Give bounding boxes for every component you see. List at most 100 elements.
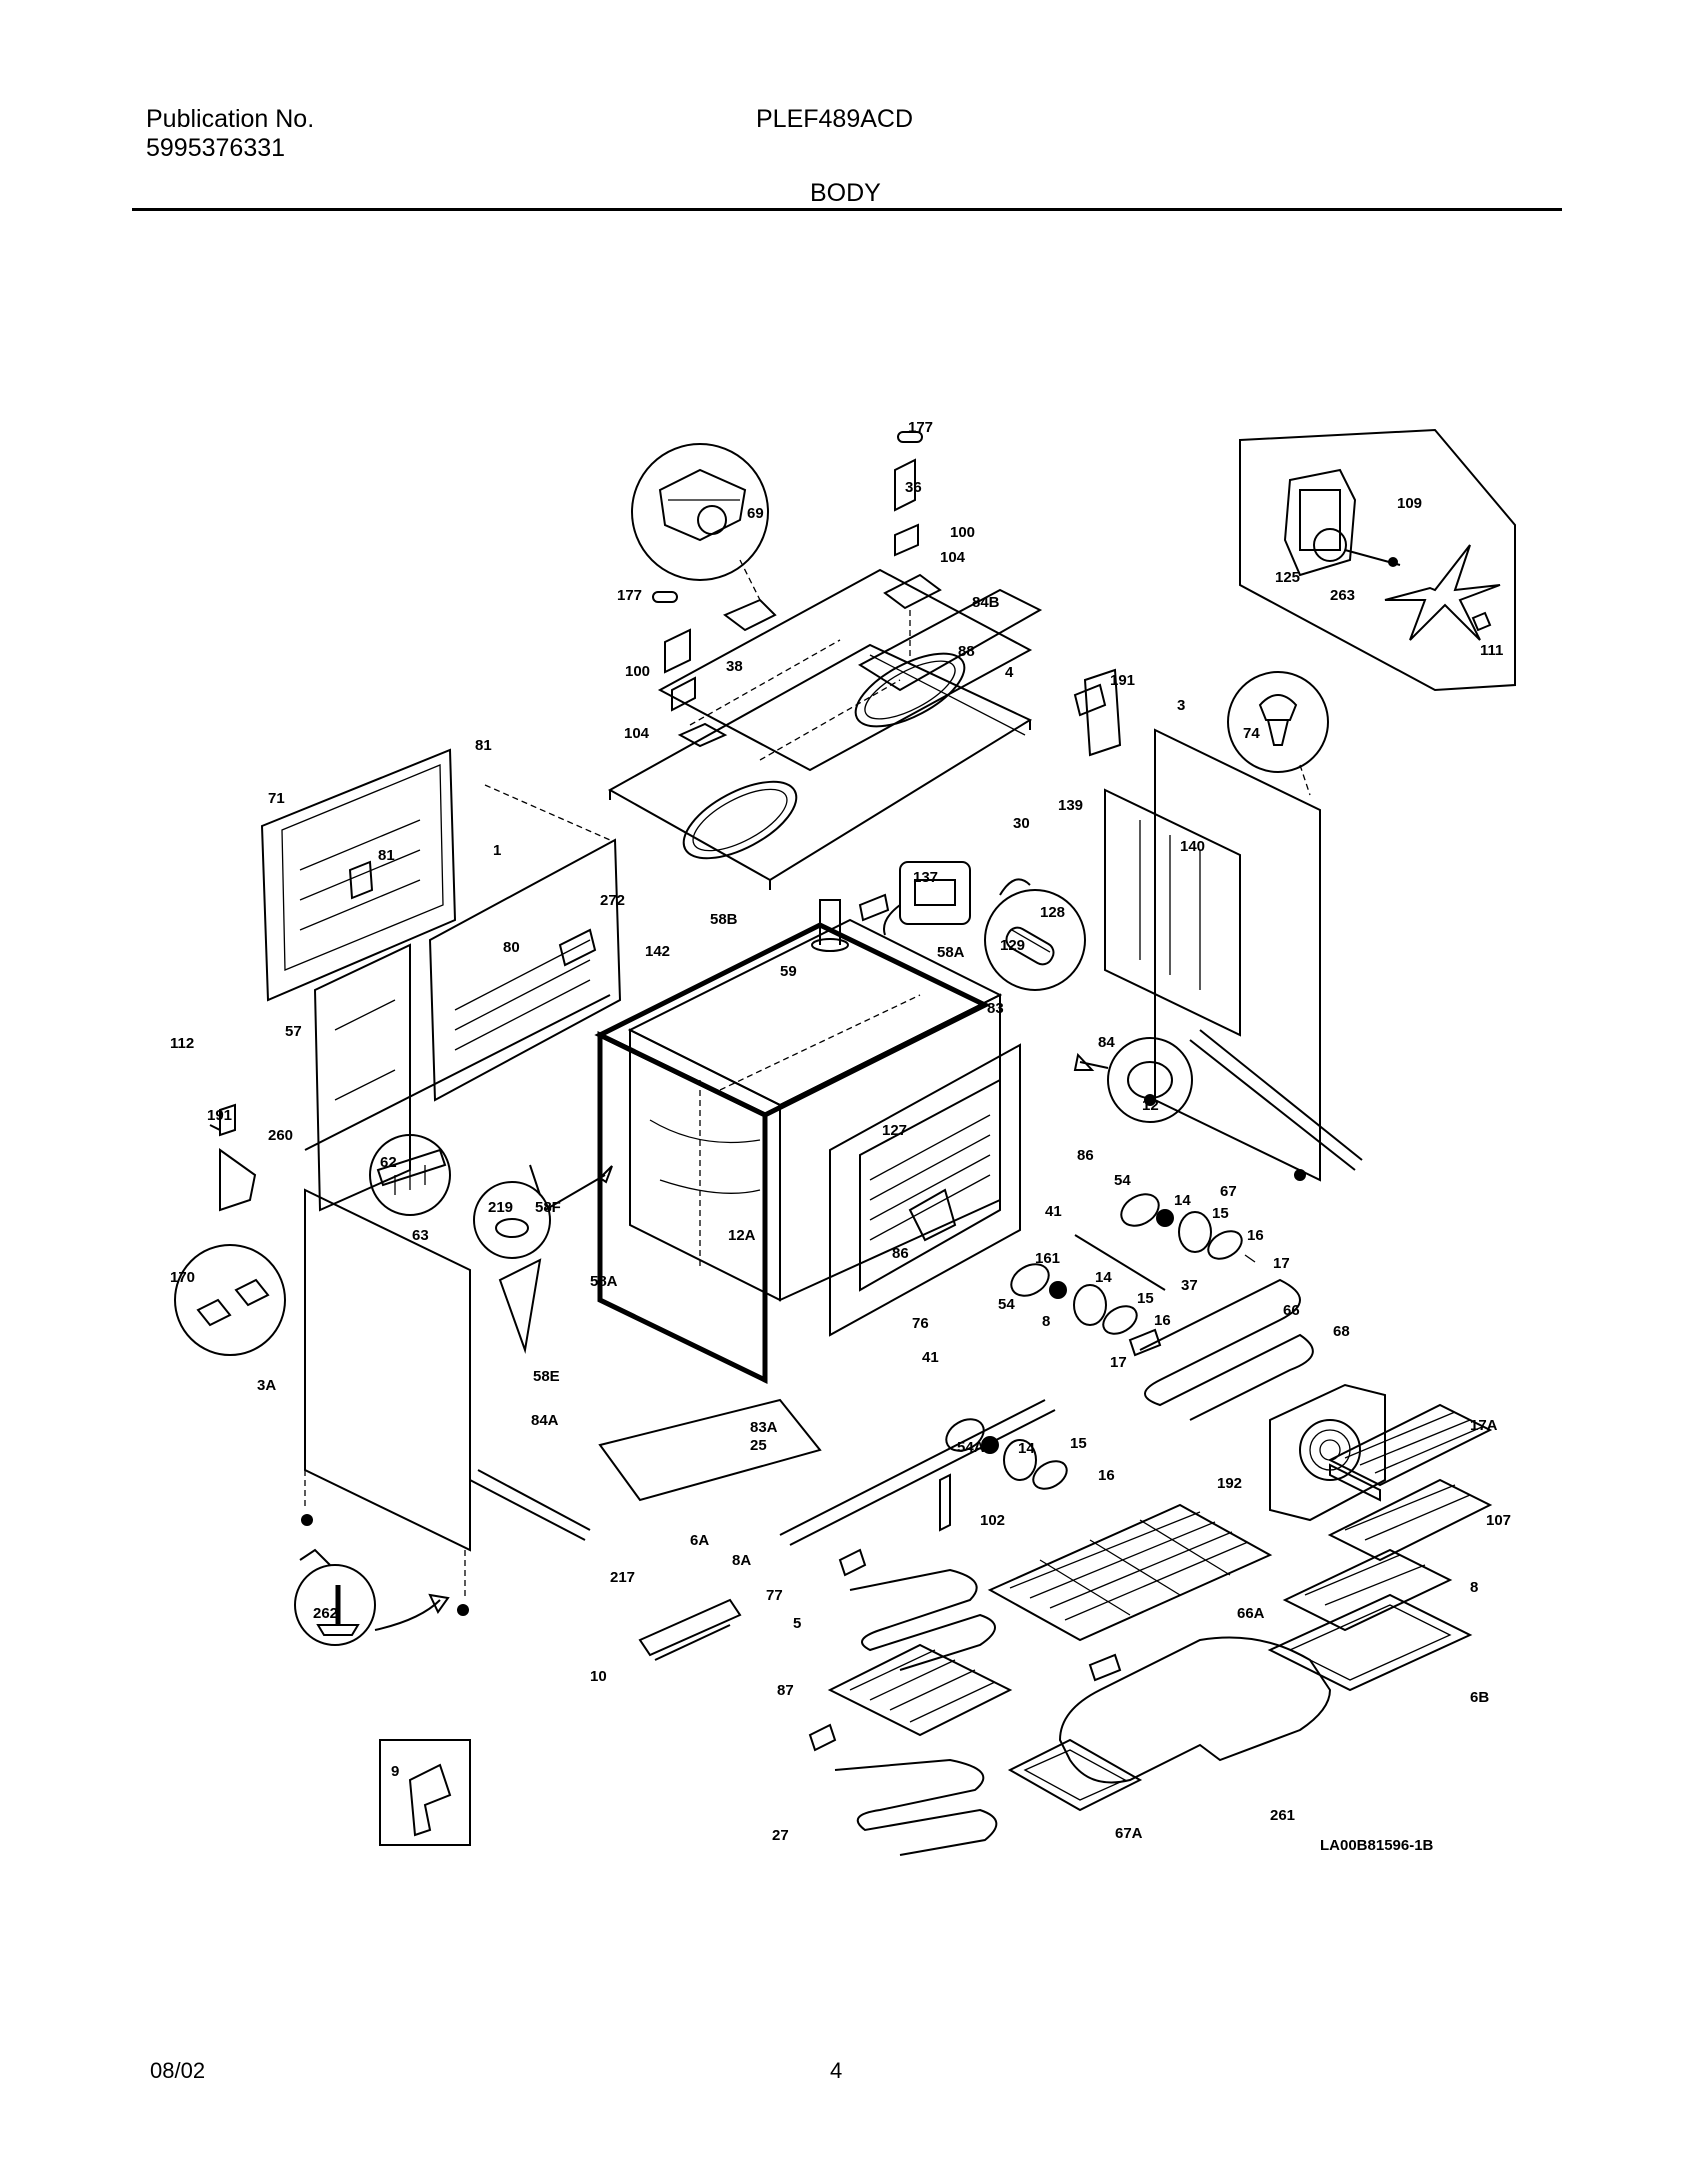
callout-label: 262 — [313, 1605, 338, 1622]
callout-label: 38 — [726, 658, 743, 675]
callout-label: 3A — [257, 1377, 276, 1394]
callout-label: 125 — [1275, 569, 1300, 586]
callout-label: 10 — [590, 1668, 607, 1685]
oven-cavity — [594, 899, 1003, 1384]
callout-label: 191 — [207, 1107, 232, 1124]
callout-label: 69 — [747, 505, 764, 522]
callout-label: 8 — [1470, 1579, 1478, 1596]
callout-label: 128 — [1040, 904, 1065, 921]
callout-label: 14 — [1095, 1269, 1112, 1286]
callout-label: 15 — [1212, 1205, 1229, 1222]
callout-label: 81 — [378, 847, 395, 864]
lamp-assemblies — [945, 1193, 1256, 1490]
back-wall — [313, 784, 622, 1212]
callout-label: 261 — [1270, 1807, 1295, 1824]
callout-label: 112 — [170, 1035, 194, 1052]
callout-label: 57 — [285, 1023, 302, 1040]
callout-label: 260 — [268, 1127, 293, 1144]
callout-label: 59 — [780, 963, 797, 980]
racks-right — [1267, 1403, 1493, 1692]
detail-128-129 — [984, 878, 1086, 991]
callout-label: 83A — [750, 1419, 778, 1436]
right-side-panel — [1073, 668, 1321, 1182]
broil-element-66 — [1128, 1278, 1314, 1421]
callout-label: 15 — [1137, 1290, 1154, 1307]
detail-170 — [174, 1244, 286, 1356]
callout-label: 84A — [531, 1412, 559, 1429]
callout-label: 66 — [1283, 1302, 1300, 1319]
callout-label: 84 — [1098, 1034, 1115, 1051]
callout-label: 1 — [493, 842, 501, 859]
callout-label: 137 — [913, 869, 938, 886]
callout-label: 6A — [690, 1532, 709, 1549]
callout-label: 62 — [380, 1154, 397, 1171]
publication-number: 5995376331 — [146, 134, 286, 162]
callout-label: 14 — [1018, 1440, 1035, 1457]
callout-label: 104 — [940, 549, 966, 566]
callout-label: 63 — [412, 1227, 429, 1244]
footer-date: 08/02 — [150, 2058, 206, 2083]
callout-label: 217 — [610, 1569, 635, 1586]
callout-label: 129 — [1000, 937, 1025, 954]
callout-label: 88 — [958, 643, 975, 660]
callout-label: 15 — [1070, 1435, 1087, 1452]
callout-label: 17 — [1273, 1255, 1290, 1272]
callout-label: 80 — [503, 939, 520, 956]
bottom-rails — [209, 994, 1363, 1661]
callout-label: 9 — [391, 1763, 399, 1780]
callout-label: 58A — [937, 944, 965, 961]
callout-label: 25 — [750, 1437, 767, 1454]
callout-label: 111 — [1480, 642, 1503, 659]
callout-label: 36 — [905, 479, 922, 496]
callout-label: 14 — [1174, 1192, 1191, 1209]
left-rear-panel — [260, 748, 457, 1002]
callout-label: 66A — [1237, 1605, 1265, 1622]
callout-label: 87 — [777, 1682, 794, 1699]
callout-label: 191 — [1110, 672, 1135, 689]
front-frame — [829, 1043, 1021, 1337]
detail-62-63 — [369, 1134, 451, 1216]
callout-label: 16 — [1098, 1467, 1115, 1484]
callout-label: 170 — [170, 1269, 195, 1286]
callout-label: 17 — [1110, 1354, 1127, 1371]
callout-label: 140 — [1180, 838, 1205, 855]
brackets-top — [652, 431, 942, 748]
callout-label: 102 — [980, 1512, 1005, 1529]
detail-12 — [1073, 1037, 1193, 1123]
callout-label: 71 — [268, 790, 285, 807]
callout-label: 5 — [793, 1615, 801, 1632]
callout-label: 84B — [972, 594, 1000, 611]
callout-label: 3 — [1177, 697, 1185, 714]
left-side-panel — [301, 1188, 471, 1616]
callout-label: 100 — [950, 524, 975, 541]
callout-label: 58B — [710, 911, 738, 928]
callout-label: 177 — [908, 419, 933, 436]
detail-69 — [631, 443, 777, 632]
callout-label: 54 — [998, 1296, 1015, 1313]
callout-label: 100 — [625, 663, 650, 680]
detail-74-light — [1227, 671, 1329, 796]
convection-fan-detail — [1239, 428, 1516, 692]
callout-label: 41 — [1045, 1203, 1062, 1220]
callout-label: 272 — [600, 892, 625, 909]
oven-rack-8 — [987, 1503, 1273, 1642]
rack-6B — [827, 1643, 1013, 1737]
callout-label: 142 — [645, 943, 670, 960]
publication-label: Publication No. — [146, 105, 315, 133]
callout-label: 58A — [590, 1273, 618, 1290]
page-number: 4 — [830, 2058, 843, 2083]
model-number: PLEF489ACD — [756, 105, 914, 133]
callout-label: 74 — [1243, 725, 1260, 742]
callout-label: 192 — [1217, 1475, 1242, 1492]
callout-label: 77 — [766, 1587, 783, 1604]
callout-label: 37 — [1181, 1277, 1198, 1294]
callout-label: 104 — [624, 725, 650, 742]
callout-label: 16 — [1247, 1227, 1264, 1244]
callout-label: 86 — [1077, 1147, 1094, 1164]
callout-label: 4 — [1005, 664, 1014, 681]
callout-label: 58E — [533, 1368, 560, 1385]
element-66A — [838, 1548, 996, 1671]
header-rule — [132, 208, 1562, 211]
callout-label: 177 — [617, 587, 642, 604]
